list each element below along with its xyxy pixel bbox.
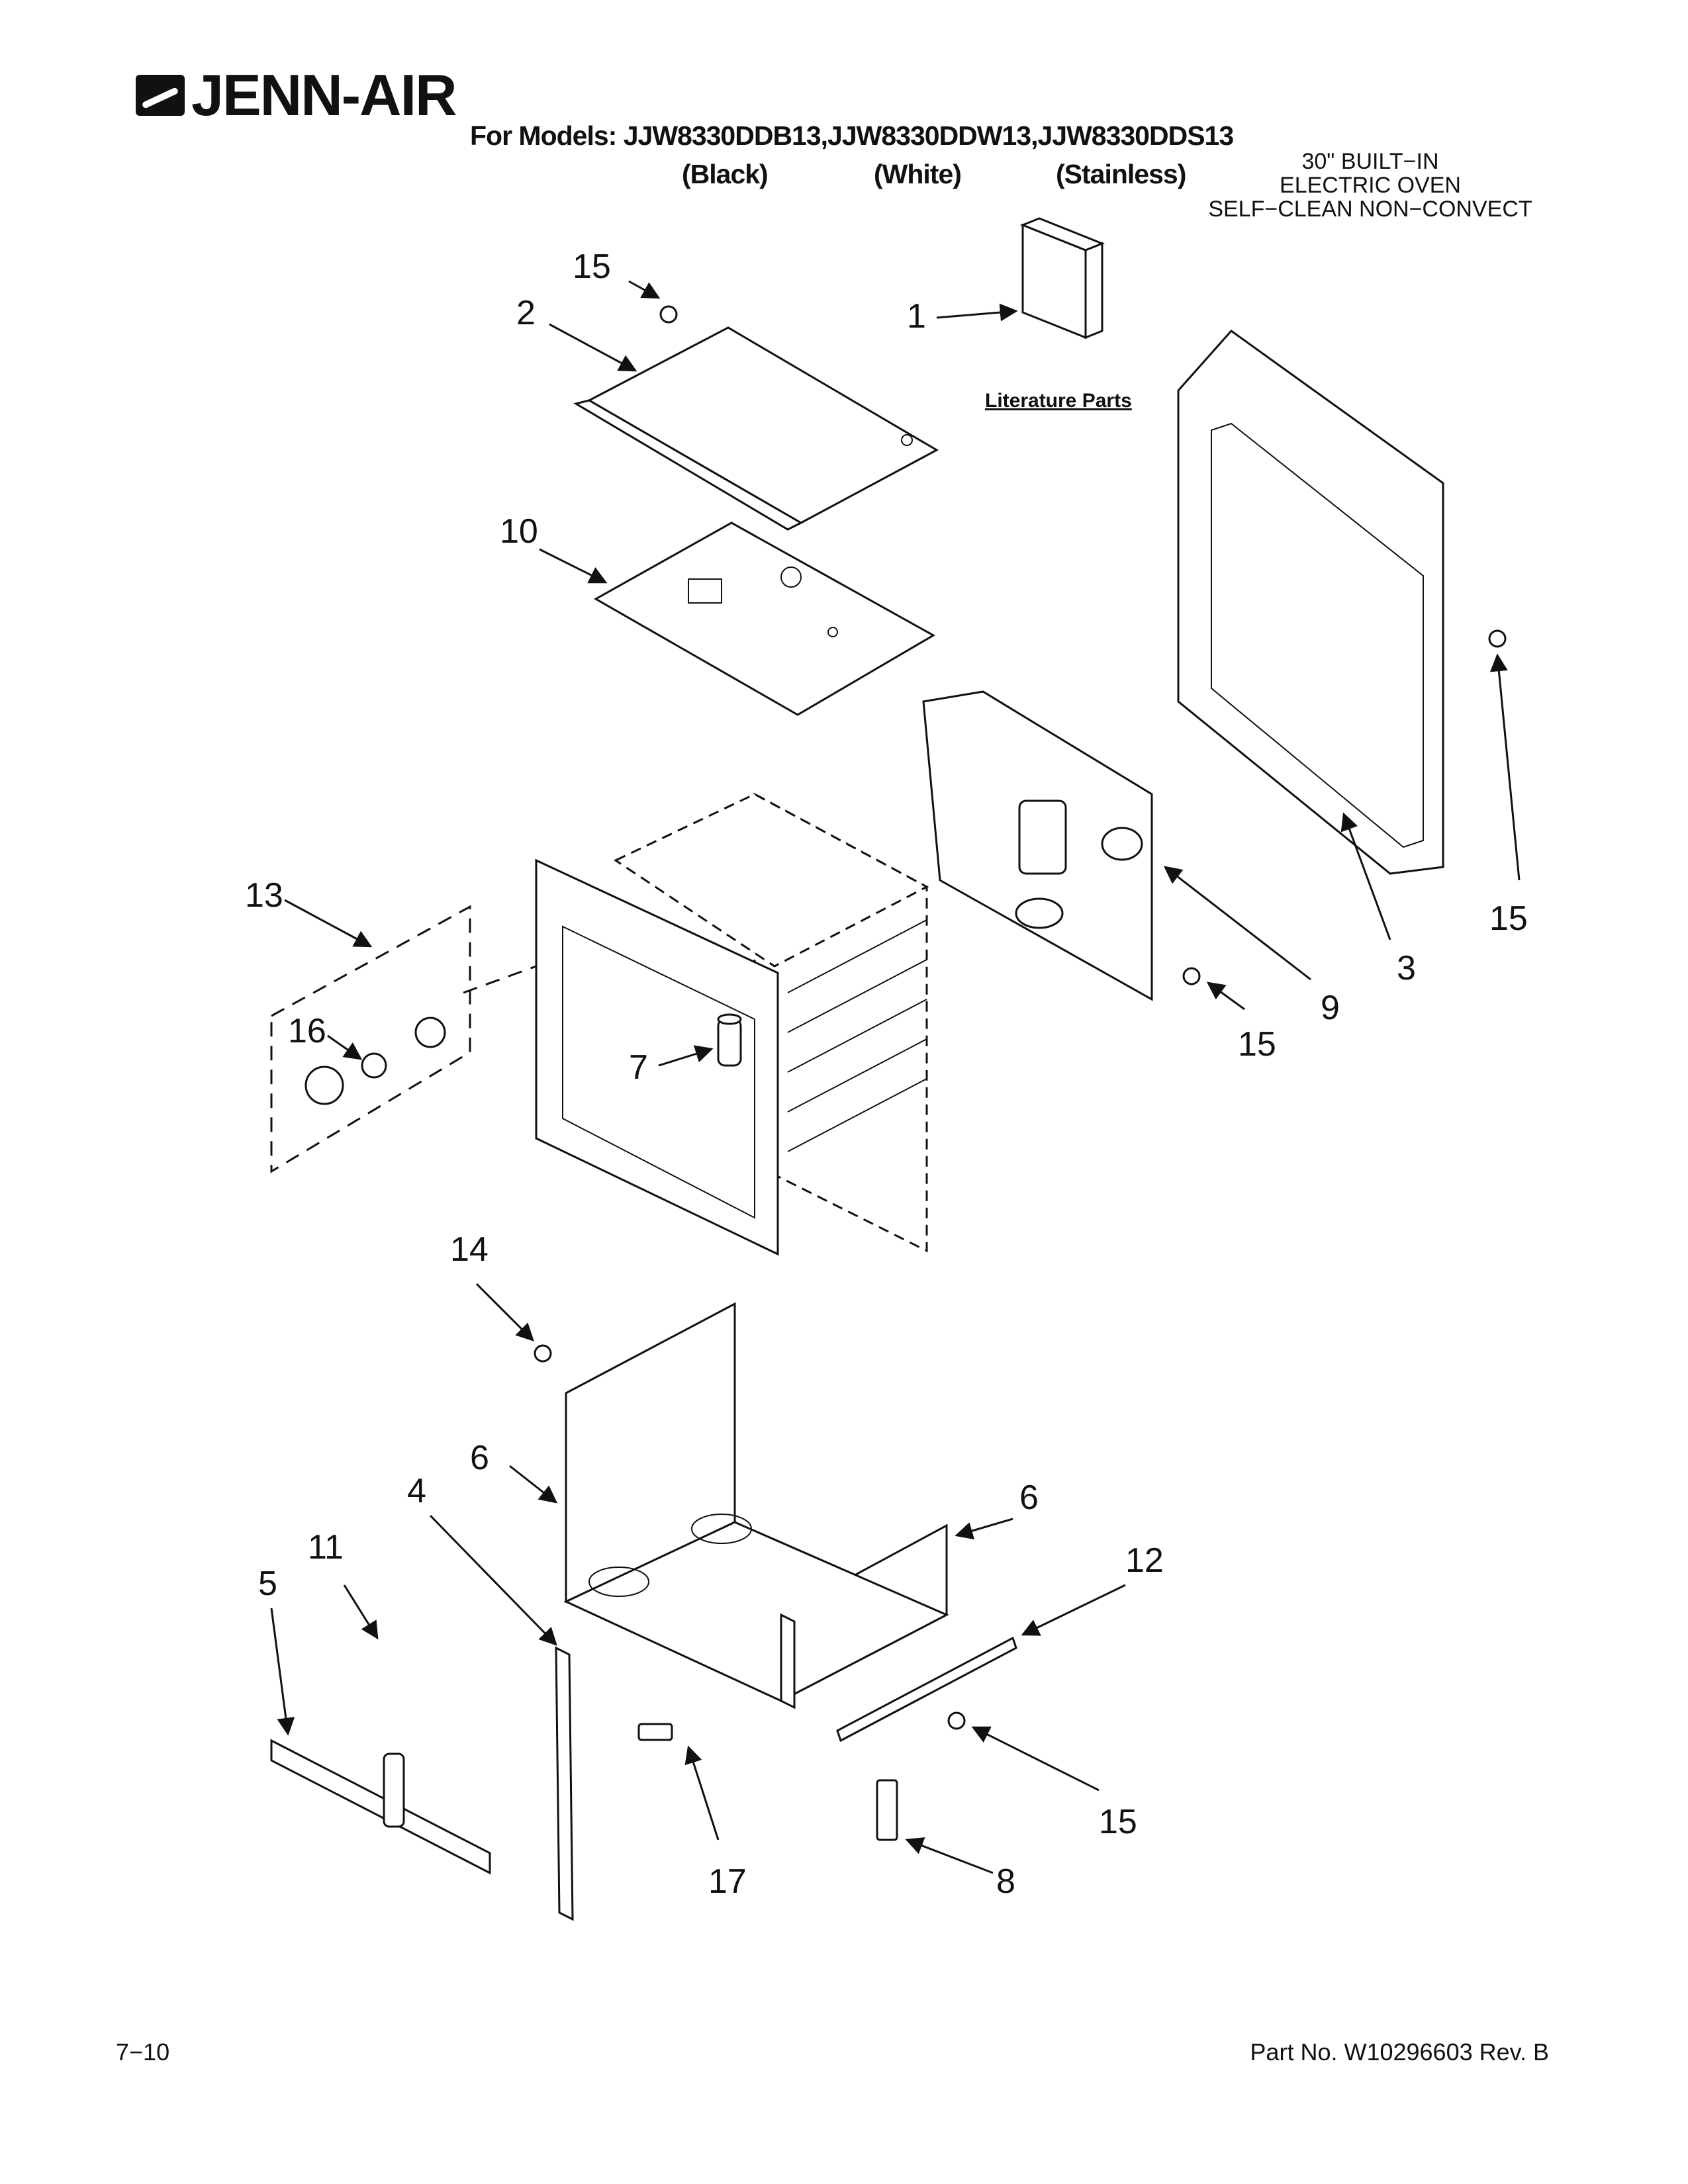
description-line-1: 30" BUILT−IN <box>1301 149 1439 174</box>
product-description: 30" BUILT−IN ELECTRIC OVEN SELF−CLEAN NO… <box>1165 150 1575 221</box>
callout-15-top: 15 <box>573 248 611 286</box>
callout-1: 1 <box>907 297 926 336</box>
part-1-literature <box>1019 217 1105 340</box>
brand-name: JENN-AIR <box>191 62 457 128</box>
part-2-top-panel <box>573 326 939 531</box>
leader-arrows <box>270 280 1521 1874</box>
callout-9: 9 <box>1321 989 1340 1027</box>
part-17-switch <box>637 1723 673 1741</box>
callout-16: 16 <box>288 1012 326 1050</box>
callout-6-right: 6 <box>1019 1479 1039 1517</box>
part-5-rail <box>270 1739 491 1875</box>
brand-logo: JENN-AIR <box>136 62 457 128</box>
part-3-trim-frame <box>1177 329 1444 875</box>
part-6-cabinet-sides <box>563 1302 949 1709</box>
part-12-strip <box>836 1636 1017 1743</box>
callout-2: 2 <box>516 294 536 332</box>
callout-17: 17 <box>708 1862 747 1901</box>
part-number: Part No. W10296603 Rev. B <box>1250 2038 1549 2066</box>
callout-5: 5 <box>258 1565 277 1603</box>
callout-4: 4 <box>407 1472 426 1510</box>
oven-cavity <box>535 792 929 1256</box>
variant-white: (White) <box>874 159 962 189</box>
callout-11: 11 <box>308 1528 344 1567</box>
callout-6-left: 6 <box>470 1439 489 1477</box>
callout-10: 10 <box>500 512 538 551</box>
callout-8: 8 <box>996 1862 1015 1901</box>
callout-13: 13 <box>245 876 283 915</box>
callout-3: 3 <box>1397 949 1416 987</box>
jenn-air-logo-icon <box>136 75 185 116</box>
screw-icons <box>534 305 1507 1730</box>
variant-stainless: (Stainless) <box>1056 159 1186 189</box>
models-line: For Models: JJW8330DDB13,JJW8330DDW13,JJ… <box>470 120 1234 151</box>
part-4-rail <box>555 1646 574 1921</box>
part-7-light <box>717 1013 742 1067</box>
part-8-hinge <box>876 1779 898 1841</box>
callout-15-right: 15 <box>1489 899 1528 938</box>
variant-black: (Black) <box>682 159 769 189</box>
part-9-rear-panel <box>922 690 1153 1001</box>
callout-12: 12 <box>1125 1541 1164 1580</box>
description-line-2: ELECTRIC OVEN <box>1280 173 1461 198</box>
description-line-3: SELF−CLEAN NON−CONVECT <box>1208 197 1532 222</box>
callout-14: 14 <box>450 1230 489 1269</box>
part-10-insulation <box>593 522 936 716</box>
callout-15-bottom: 15 <box>1099 1803 1137 1841</box>
literature-parts-label: Literature Parts <box>985 390 1132 412</box>
callout-7: 7 <box>629 1048 648 1087</box>
part-11-bracket <box>383 1752 405 1828</box>
callout-15-rear: 15 <box>1238 1025 1276 1064</box>
page-number: 7−10 <box>116 2038 170 2066</box>
part-13-light-assembly <box>270 905 537 1173</box>
